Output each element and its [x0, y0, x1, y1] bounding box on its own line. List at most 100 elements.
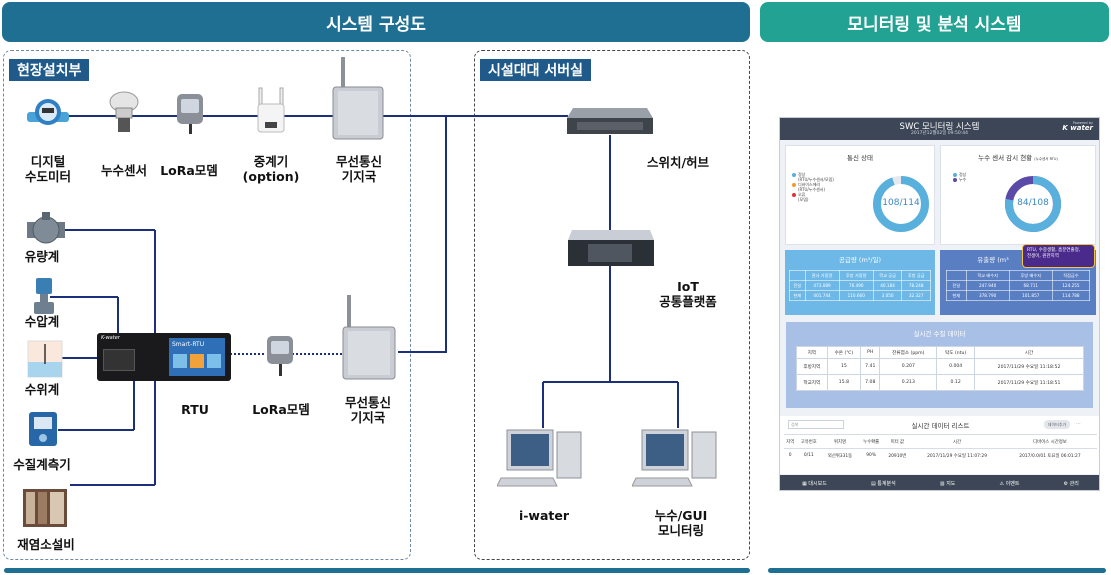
rtu-device: K-water Smart-RTU: [97, 333, 231, 381]
table-cell: 후방지역: [796, 358, 828, 375]
nav-label: 통계분석: [877, 481, 896, 487]
table-cell: 2017/11/29 수요일 11:07:29: [911, 448, 1003, 463]
water-quality-title: 실시간 수질 데이터: [913, 330, 966, 338]
table-cell: 전일: [946, 280, 967, 291]
comm-status-value: 108/114: [882, 198, 920, 208]
table-cell: 7.41: [860, 358, 881, 375]
outflow-title: 유출량 (m³: [977, 256, 1009, 264]
table-cell: 0/11: [796, 448, 822, 463]
leak-status-title: 누수 센서 감시 현황 (누수센서 RTU): [978, 154, 1058, 162]
monitoring-dashboard: SWC 모니터링 시스템 2017년12월02일 09:50:44 Powere…: [779, 117, 1100, 491]
iot-server-icon: [568, 230, 654, 266]
table-cell: 2017/11/29 수요일 11:18:51: [974, 374, 1084, 391]
table-cell: 0.004: [936, 358, 976, 375]
table-cell: 378.790: [965, 290, 1010, 301]
level-meter-icon: [27, 340, 63, 378]
rtu-brand: K-water: [101, 335, 120, 341]
nav-item[interactable]: ▥ 지도: [940, 480, 956, 487]
field-installation-zone: [3, 50, 411, 560]
chlorination-equipment-icon: [23, 489, 67, 527]
label-switch: 스위치/허브: [646, 155, 710, 170]
table-cell: 78.248: [901, 280, 931, 291]
switch-hub-icon: [567, 108, 653, 134]
base-station-mid-icon: [342, 295, 396, 380]
pc-iwater-icon: [497, 429, 582, 487]
table-header-cell: 학교 공급: [872, 270, 903, 281]
field-zone-tag: 현장설치부: [9, 59, 90, 81]
table-cell: 전일: [789, 280, 806, 291]
realtime-search-input[interactable]: 검색: [788, 420, 844, 429]
monitoring-header: 모니터링 및 분석 시스템: [760, 2, 1109, 42]
repeater-icon: [257, 87, 285, 133]
nav-icon: ▥: [939, 481, 947, 487]
leak-status-value: 84/108: [1017, 198, 1049, 208]
header-text: 시스템 구성도: [326, 14, 426, 35]
water-quality-meter-icon: [29, 412, 57, 446]
nav-item[interactable]: ▤ 통계분석: [871, 480, 896, 487]
nav-label: 대시보드: [808, 481, 827, 487]
table-cell: 15: [826, 358, 862, 375]
nav-icon: ⚙: [1063, 481, 1070, 487]
table-cell: 20910번: [883, 448, 912, 463]
label-chlorination: 재염소설비: [17, 537, 75, 552]
map-tooltip: RTU, 수중생활, 흡분연출정,전생이, 원관지역: [1022, 244, 1095, 268]
table-cell: 68.711: [1008, 280, 1053, 291]
base-station-icon: [332, 57, 384, 140]
table-header-cell: 위치명: [821, 434, 859, 449]
nav-item[interactable]: ▦ 대시보드: [802, 480, 827, 487]
dashboard-nav: ▦ 대시보드 ▤ 통계분석 ▥ 지도 ⚠ 이벤트 ⚙ 관리: [780, 475, 1099, 490]
table-header-cell: 수온 (℃): [826, 346, 862, 359]
table-cell: 247.940: [965, 280, 1010, 291]
table-cell: 114.788: [1051, 290, 1091, 301]
table-cell: 110.660: [838, 290, 874, 301]
label-lora-modem-mid: LoRa모뎀: [252, 402, 310, 417]
comm-status-arc: [873, 176, 929, 232]
table-header-cell: 미터 값: [883, 434, 912, 449]
table-cell: 90%: [858, 448, 884, 463]
realtime-more-button[interactable]: ...: [1076, 420, 1081, 426]
nav-icon: ⚠: [999, 481, 1006, 487]
nav-icon: ▦: [802, 481, 809, 487]
nav-item[interactable]: ⚙ 관리: [1064, 480, 1079, 487]
table-header-cell: 직접급수: [1051, 270, 1091, 281]
footer-bar-left: [4, 568, 750, 573]
rtu-screen-title: Smart-RTU: [172, 341, 205, 348]
table-cell: 76.490: [838, 280, 874, 291]
dashboard-brand-sub: Powered by: [1072, 121, 1093, 125]
leak-status-card: 누수 센서 감시 현황 (누수센서 RTU) 정상 누수 84/108: [940, 145, 1096, 245]
rtu-tile: [173, 354, 187, 368]
table-cell: 2017/11/29 수요일 11:18:52: [974, 358, 1084, 375]
table-cell: 0.12: [936, 374, 976, 391]
table-cell: 2017/0.0/01 토요일 06:01:27: [1002, 448, 1097, 463]
table-cell: 124.255: [1051, 280, 1091, 291]
table-cell: 현재: [946, 290, 967, 301]
table-header-cell: 후방 가정량: [838, 270, 874, 281]
rtu-panel: [103, 349, 135, 371]
table-header-cell: 시간: [974, 346, 1084, 359]
table-header-cell: [789, 270, 806, 281]
comm-status-legend: 정상 (RTU/누수센서/모뎀) 디바이스에러 (RTU/누수센서) 오류 (모…: [792, 172, 834, 202]
label-pc-iwater: i-water: [518, 508, 570, 523]
table-header-cell: 지역: [796, 346, 828, 359]
realtime-add-button[interactable]: 데이터추가: [1044, 420, 1070, 429]
leak-status-legend: 정상 누수: [953, 172, 966, 182]
nav-item[interactable]: ⚠ 이벤트: [1000, 480, 1020, 487]
rtu-tile: [207, 354, 221, 368]
rtu-tile: [190, 354, 204, 368]
table-header-cell: 디바이스 시간정보: [1002, 434, 1097, 449]
label-rtu: RTU: [181, 402, 209, 417]
table-header-cell: 후방 배수지: [1008, 270, 1053, 281]
